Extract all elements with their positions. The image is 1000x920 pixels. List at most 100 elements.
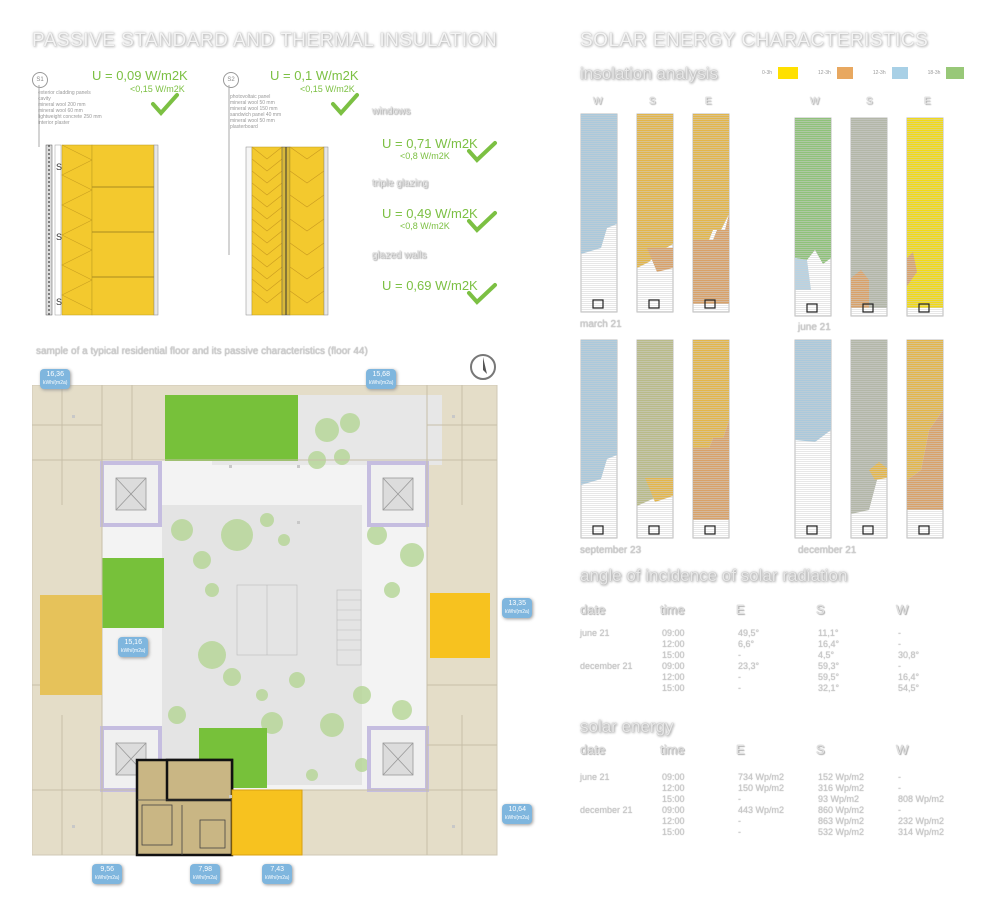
glazed-walls-label: glazed walls [372,250,427,261]
wall1-layer: exterior cladding panels [38,90,91,96]
solar-cell: 232 Wp/m2 [898,816,945,826]
solar-cell: 09:00 [662,805,685,815]
facade-label: E [705,96,712,107]
legend-label: 18-3h [927,70,941,76]
angle-cell: 11,1° [818,628,839,638]
angle-cell: 12:00 [662,672,685,682]
wall2-layer: mineral wool 150 mm [230,106,278,112]
windows-label: windows [372,106,411,117]
callout-value: 15,16 [124,639,142,646]
insolation-title: insolation analysis [580,64,718,83]
angle-cell: 59,3° [818,661,840,671]
angle-cell: 23,3° [738,661,760,671]
solar-cell: - [738,827,741,837]
angle-row: 12:00-59,5°16,4° [580,672,980,683]
wall1-check-icon [151,93,179,117]
angle-row: 15:00-32,1°54,5° [580,683,980,694]
angle-cell: - [898,661,901,671]
glazed-walls-check-icon [467,283,497,305]
date-label: march 21 [580,319,622,330]
plan-caption: sample of a typical residential floor an… [36,346,368,357]
solar-cell: 734 Wp/m2 [738,772,785,782]
callout-unit: kWh/(m2a) [265,875,290,881]
facade-march-e [692,113,730,313]
right-title: SOLAR ENERGY CHARACTERISTICS [580,30,929,51]
date-label: september 23 [580,545,642,556]
floor-plan [32,385,498,857]
col-header: W [896,602,909,617]
callout-unit: kWh/(m2a) [369,380,394,386]
insolation-legend: 0-3h 12-3h 12-3h 18-3h [762,67,965,79]
callout-value: 7,98 [198,866,213,873]
legend-swatch [836,67,853,79]
windows-check-icon [467,141,497,163]
facade-label: E [924,96,931,107]
svg-text:S: S [56,232,62,242]
wall1-section-drawing: S S S [38,85,159,316]
callout-unit: kWh/(m2a) [193,875,218,881]
facade-june-e [906,117,944,317]
wall2-u-value: U = 0,1 W/m2K [270,68,359,83]
solar-cell: 12:00 [662,783,685,793]
angle-cell: 54,5° [898,683,920,693]
angle-cell: 30,8° [898,650,920,660]
wall2-layer-list: photovoltaic panel mineral wool 50 mm mi… [230,94,281,130]
callout-unit: kWh/(m2a) [43,380,68,386]
col-header: W [896,742,909,757]
triple-glazing-check-icon [467,211,497,233]
solar-cell: 532 Wp/m2 [818,827,865,837]
col-header: time [660,602,685,617]
facade-september-e [692,339,730,539]
angle-cell: 4,5° [818,650,835,660]
angle-cell: 15:00 [662,650,685,660]
solar-cell: - [898,772,901,782]
angle-cell: 16,4° [898,672,920,682]
facade-march-s [636,113,674,313]
callout-unit: kWh/(m2a) [505,815,530,821]
solar-cell: - [898,783,901,793]
solar-cell: 09:00 [662,772,685,782]
legend-swatch [891,67,908,79]
angle-cell: - [738,650,741,660]
callout-unit: kWh/(m2a) [121,648,146,654]
wall1-layer: mineral wool 200 mm [38,102,86,108]
facade-march-w [580,113,618,313]
insolation-facades [580,113,944,539]
solar-cell: - [738,816,741,826]
callout-value: 13,35 [508,600,526,607]
angle-cell: 32,1° [818,683,840,693]
svg-text:S: S [56,162,62,172]
legend-label: 12-3h [818,70,831,76]
wall2-section-drawing [228,85,329,316]
windows-limit: <0,8 W/m2K [400,151,450,161]
triple-glazing-limit: <0,8 W/m2K [400,221,450,231]
angle-cell: - [738,683,741,693]
angle-cell: 49,5° [738,628,760,638]
wall2-layer: photovoltaic panel [230,94,271,100]
left-title: PASSIVE STANDARD AND THERMAL INSULATION [32,30,498,51]
col-header: time [660,742,685,757]
wall1-layer: cavity [38,96,51,102]
legend-swatch [778,67,799,79]
legend-label: 12-3h [872,70,886,76]
solar-header-row: date time E S W [580,742,980,762]
svg-text:S: S [56,297,62,307]
date-label: december 21 [798,545,857,556]
wall1-limit: <0,15 W/m2K [130,84,185,94]
solar-cell: june 21 [580,772,610,782]
col-header: E [736,742,745,757]
facade-label: S [866,96,873,107]
wall1-tag: S1 [32,72,48,88]
callout-value: 15,68 [372,371,390,378]
facade-september-w [580,339,618,539]
wall2-tag: S2 [223,72,239,88]
angle-cell: 16,4° [818,639,840,649]
